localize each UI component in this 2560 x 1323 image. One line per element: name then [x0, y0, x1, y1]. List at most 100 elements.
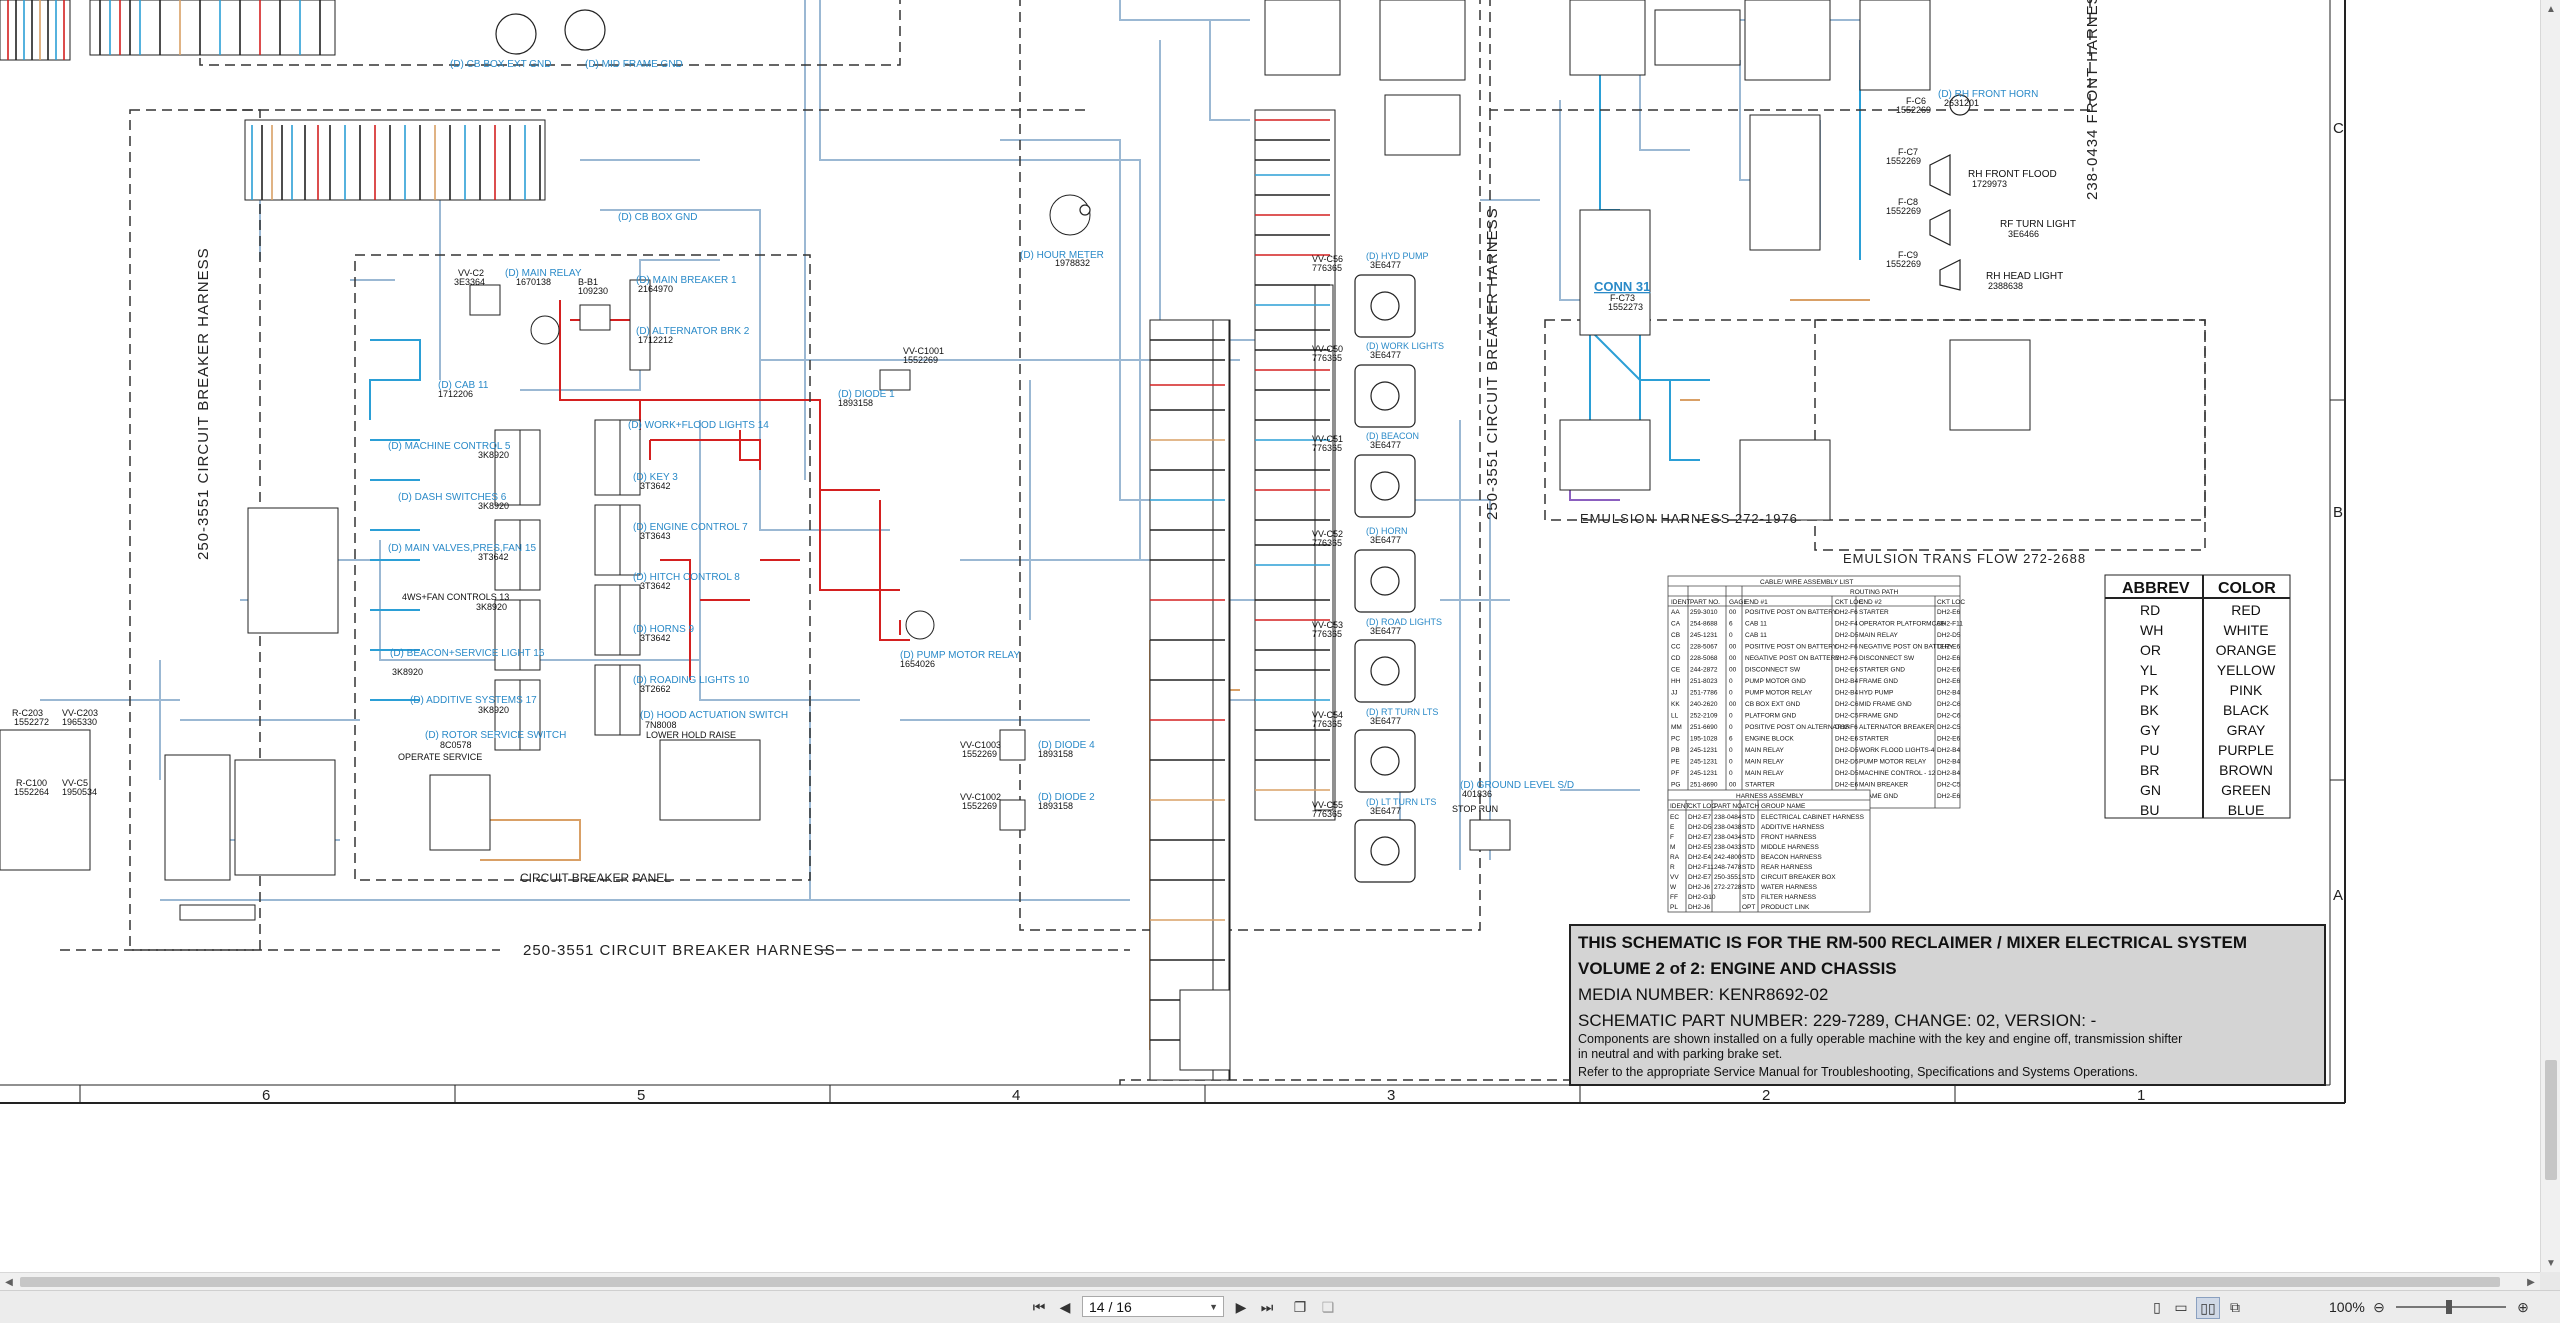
two-page-continuous-icon[interactable]: ⧉ [2230, 1298, 2240, 1315]
main-valves-pn: 3T3642 [478, 552, 509, 562]
scroll-right-icon[interactable]: ▶ [2527, 1276, 2535, 1288]
dashed-enclosures [60, 0, 2206, 1085]
vv-c1001-id: VV-C1001 [903, 346, 944, 356]
schematic-page: (D) CB BOX EXT GND (D) MID FRAME GND (D)… [0, 0, 2346, 1104]
diode1-label: (D) DIODE 1 [838, 389, 895, 400]
relay-name: (D) HORN [1366, 526, 1408, 536]
cable-table-cell: 00 [1729, 701, 1737, 708]
pump-motor-relay-pn: 1654026 [900, 659, 935, 669]
harness-table-cell: VV [1670, 874, 1679, 881]
continuous-view-icon[interactable]: ▭ [2174, 1298, 2188, 1315]
harness-table-cell: DH2-E5 [1688, 844, 1712, 851]
harness-table-cell: STD [1742, 844, 1755, 851]
main-breaker-pn: 2164970 [638, 284, 673, 294]
harness-table-cell: FF [1670, 894, 1678, 901]
cable-table-cell: DH2-B4 [1937, 759, 1961, 766]
next-page-icon[interactable]: ▶ [1235, 1298, 1247, 1315]
rotor-service-pn: 8C0578 [440, 740, 472, 750]
zoom-slider-handle[interactable] [2446, 1300, 2452, 1314]
cable-table-cell: PC [1671, 736, 1680, 743]
first-page-icon[interactable]: ⏮ [1032, 1298, 1046, 1315]
scroll-down-icon[interactable]: ▼ [2546, 1257, 2556, 1269]
title-line-6: in neutral and with parking brake set. [1578, 1047, 1782, 1061]
cable-table-cell: ALTERNATOR BREAKER [1859, 724, 1935, 731]
diode4-pn: 1893158 [1038, 749, 1073, 759]
harness-table-cell: FRONT HARNESS [1761, 834, 1817, 841]
beacon-service-pn: 3K8920 [392, 667, 423, 677]
two-page-view-icon[interactable]: ▯▯ [2196, 1297, 2220, 1319]
cable-table-header: END #2 [1859, 599, 1882, 606]
cable-table-cell: DH2-D5 [1835, 747, 1859, 754]
page-number-input[interactable]: 14 / 16 ▼ [1082, 1296, 1224, 1317]
cable-table-header: CKT LOC [1937, 599, 1965, 606]
cable-table-cell: DH2-E6 [1835, 782, 1859, 789]
relay-id: VV-C53 [1312, 620, 1343, 630]
single-page-view-icon[interactable]: ▯ [2153, 1298, 2161, 1315]
cable-table-cell: 254-8688 [1690, 621, 1718, 628]
last-page-icon[interactable]: ⏭ [1260, 1298, 1274, 1315]
cable-table-cell: DH2-F6 [1835, 609, 1858, 616]
cable-table-cell: DH2-C6 [1937, 713, 1961, 720]
color-table-header: COLOR [2218, 580, 2276, 597]
title-line-3: MEDIA NUMBER: KENR8692-02 [1578, 985, 1828, 1004]
harness-table-cell: STD [1742, 874, 1755, 881]
cable-table-cell: CC [1671, 644, 1681, 651]
paste-pages-icon[interactable]: ❏ [1321, 1298, 1335, 1315]
vertical-scroll-thumb[interactable] [2545, 1060, 2557, 1180]
harness-table-cell: R [1670, 864, 1675, 871]
cable-table-cell: 0 [1729, 690, 1733, 697]
vertical-scrollbar[interactable]: ▲ ▼ [2540, 0, 2560, 1272]
zoom-level[interactable]: 100% [2329, 1299, 2365, 1315]
color-name: GRAY [2227, 722, 2266, 738]
document-viewport: (D) CB BOX EXT GND (D) MID FRAME GND (D)… [0, 0, 2540, 1272]
grid-ruler: 6 5 4 3 2 1 C B A [79, 120, 2344, 1104]
chevron-down-icon[interactable]: ▼ [1209, 1302, 1218, 1312]
left-harness-label: 250-3551 CIRCUIT BREAKER HARNESS [195, 247, 212, 560]
scroll-up-icon[interactable]: ▲ [2546, 3, 2556, 15]
wire-bundles-top-left [0, 0, 546, 201]
horizontal-scroll-thumb[interactable] [20, 1277, 2500, 1287]
cable-table-cell: DH2-F4 [1835, 621, 1858, 628]
machine-control-pn: 3K8920 [478, 450, 509, 460]
cable-table-cell: POSITIVE POST ON BATTERY [1745, 609, 1838, 616]
cable-table-cell: POSITIVE POST ON ALTERNATOR [1745, 724, 1850, 731]
hour-meter-label: (D) HOUR METER [1020, 250, 1104, 261]
color-name: ORANGE [2216, 642, 2277, 658]
relay-pn: 776365 [1312, 353, 1342, 363]
scroll-left-icon[interactable]: ◀ [5, 1276, 13, 1288]
key-label: (D) KEY 3 [633, 472, 678, 483]
previous-page-icon[interactable]: ◀ [1059, 1298, 1071, 1315]
zoom-out-icon[interactable]: ⊖ [2373, 1298, 2385, 1315]
color-name: BROWN [2219, 762, 2273, 778]
dash-switches-pn: 3K8920 [478, 501, 509, 511]
hood-actuation-label: (D) HOOD ACTUATION SWITCH [640, 710, 788, 721]
vv-c203-pn: 1965330 [62, 717, 97, 727]
cable-table-cell: DH2-B4 [1937, 770, 1961, 777]
copy-pages-icon[interactable]: ❐ [1293, 1298, 1307, 1315]
cable-table-cell: NEGATIVE POST ON BATTERY [1745, 655, 1840, 662]
relay-pn2: 3E6477 [1370, 350, 1401, 360]
vv-c1003-pn: 1552269 [962, 749, 997, 759]
cable-table-cell: DH2-E6 [1937, 678, 1961, 685]
cable-table-cell: DH2-D5 [1835, 632, 1859, 639]
color-table-header: ABBREV [2122, 580, 2190, 597]
cable-table-cell: DH2-E6 [1835, 667, 1859, 674]
rotor-service-label: (D) ROTOR SERVICE SWITCH [425, 730, 566, 741]
horizontal-scrollbar[interactable]: ◀ ▶ [0, 1272, 2540, 1291]
beacon-service-label: (D) BEACON+SERVICE LIGHT 16 [390, 648, 545, 659]
zoom-in-icon[interactable]: ⊕ [2517, 1298, 2529, 1315]
cable-table-cell: DH2-C5 [1937, 782, 1961, 789]
r-c203-id: R-C203 [12, 708, 43, 718]
harness-table-cell: DH2-F11 [1688, 864, 1714, 871]
harness-table-cell: 242-4800 [1714, 854, 1742, 861]
row-letter: C [2333, 120, 2344, 137]
harness-table-cell: ELECTRICAL CABINET HARNESS [1761, 814, 1865, 821]
cable-table-cell: ENGINE BLOCK [1745, 736, 1794, 743]
cable-table-cell: MAIN RELAY [1745, 759, 1785, 766]
rotor-modes: OPERATE SERVICE [398, 752, 482, 762]
harness-table-cell: DH2-E7 [1688, 834, 1712, 841]
cable-table-cell: LL [1671, 713, 1679, 720]
harness-table-cell: F [1670, 834, 1674, 841]
cable-table-cell: 251-8690 [1690, 782, 1718, 789]
